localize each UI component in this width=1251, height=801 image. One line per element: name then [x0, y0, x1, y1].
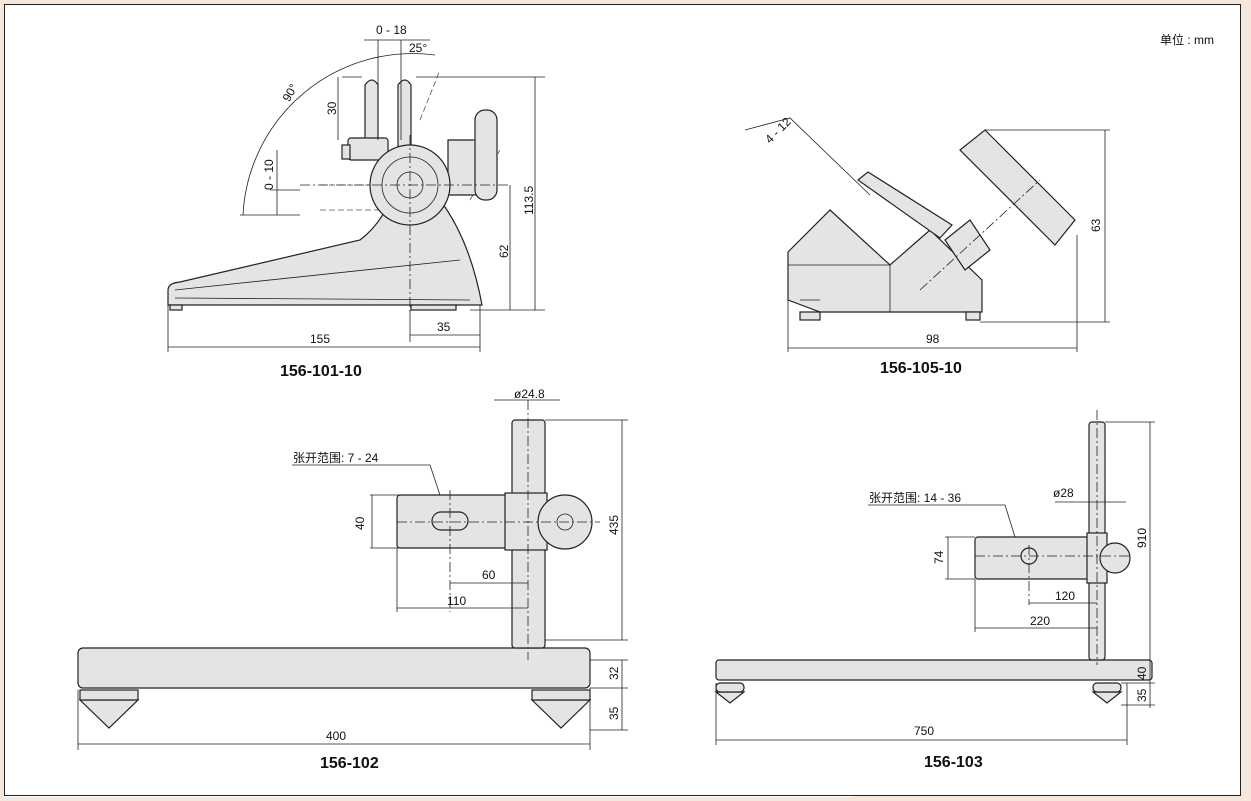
- dim-diameter: ø24.8: [514, 387, 545, 401]
- dim-clamp-height: 74: [932, 550, 946, 564]
- dim-jaw: 30: [325, 101, 339, 115]
- unit-label: 单位 : mm: [1160, 32, 1214, 47]
- dim-reach-a: 60: [482, 568, 496, 582]
- dim-height: 435: [607, 515, 621, 535]
- dim-foot-height: 35: [1135, 688, 1149, 702]
- drawing-156-102: ø24.8 张开范围: 7 - 24 40 60 110 435 32 35 4…: [77, 387, 628, 772]
- dim-diameter: ø28: [1053, 486, 1074, 500]
- dim-height-center: 62: [497, 244, 511, 258]
- dim-rear: 35: [437, 320, 451, 334]
- dim-length: 400: [326, 729, 346, 743]
- dim-reach-b: 110: [447, 594, 466, 608]
- dim-angle-small: 25°: [409, 41, 427, 55]
- dim-base-height: 40: [1135, 666, 1149, 680]
- dim-height: 910: [1135, 528, 1149, 548]
- dim-base-height: 32: [607, 666, 621, 680]
- drawing-156-103: ø28 张开范围: 14 - 36 74 910 120 220 40 35 7…: [714, 410, 1155, 771]
- dim-length: 750: [914, 724, 934, 738]
- model-label-156-103: 156-103: [924, 754, 983, 771]
- model-label-156-102: 156-102: [320, 755, 379, 772]
- dim-clamp-range: 张开范围: 14 - 36: [869, 491, 961, 505]
- drawing-156-105-10: 4 - 12 63 98 156-105-10: [744, 114, 1110, 377]
- drawing-156-101-10: 0 - 18 25° 90° 30 0 - 10 113.5 62 155 35…: [167, 23, 545, 380]
- model-label-156-101-10: 156-101-10: [280, 363, 362, 380]
- model-label-156-105-10: 156-105-10: [880, 360, 962, 377]
- dim-reach-b: 220: [1030, 614, 1050, 628]
- dim-angle-large: 90°: [280, 81, 301, 104]
- dim-opening: 4 - 12: [762, 114, 794, 146]
- dim-offset: 0 - 10: [262, 159, 276, 190]
- dim-height: 63: [1089, 218, 1103, 232]
- dim-length: 98: [926, 332, 940, 346]
- dim-clamp-range: 张开范围: 7 - 24: [293, 451, 379, 465]
- dim-length: 155: [310, 332, 330, 346]
- dim-clamp-height: 40: [353, 516, 367, 530]
- dim-reach-a: 120: [1055, 589, 1075, 603]
- dim-foot-height: 35: [607, 706, 621, 720]
- dim-height-total: 113.5: [522, 186, 536, 215]
- dim-gap: 0 - 18: [376, 23, 407, 37]
